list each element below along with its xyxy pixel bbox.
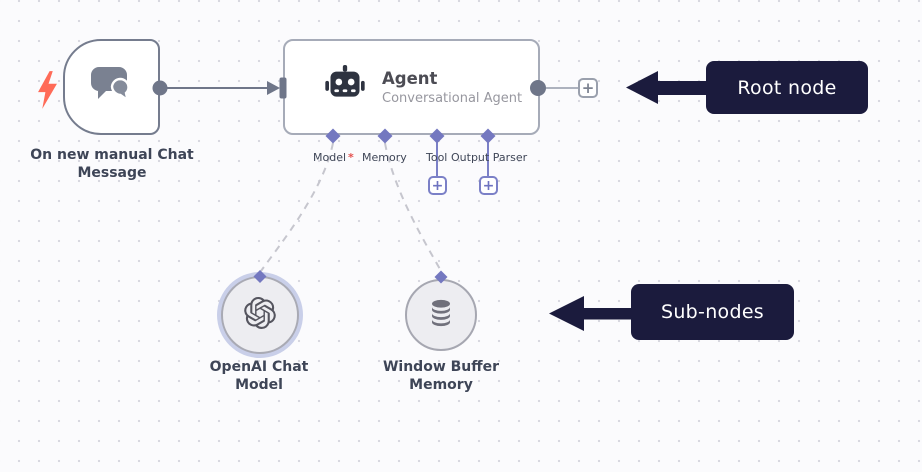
database-icon [426, 298, 456, 332]
root-node-annotation: Root node [706, 61, 868, 114]
add-tool-button[interactable]: + [428, 176, 447, 195]
port-label-memory: Memory [362, 151, 407, 164]
openai-node-circle [221, 276, 299, 354]
agent-node-subtitle: Conversational Agent [382, 90, 523, 106]
sub-nodes-annotation: Sub-nodes [631, 284, 794, 340]
add-output-parser-button[interactable]: + [479, 176, 498, 195]
agent-node[interactable]: Agent Conversational Agent [283, 39, 540, 135]
sub-nodes-annotation-label: Sub-nodes [660, 301, 765, 323]
port-label-tool: Tool [426, 151, 448, 164]
chat-trigger-node[interactable] [63, 39, 160, 135]
openai-node-label: OpenAI Chat Model [209, 359, 309, 394]
port-label-model: Model* [313, 151, 354, 164]
window-buffer-memory-node[interactable] [405, 279, 477, 351]
plus-icon: + [482, 177, 495, 194]
connection-trigger-to-agent[interactable] [160, 81, 280, 95]
connection-arrowhead-icon [267, 81, 280, 95]
plus-icon: + [581, 79, 595, 97]
agent-node-title: Agent [382, 68, 438, 88]
root-node-annotation-label: Root node [737, 76, 837, 99]
add-node-button[interactable]: + [578, 78, 598, 98]
robot-icon [325, 63, 365, 111]
root-node-arrow-icon [626, 71, 707, 104]
port-label-output-parser: Output Parser [451, 151, 528, 164]
chat-bubbles-icon [89, 65, 135, 109]
openai-logo-icon [244, 297, 276, 333]
required-asterisk: * [348, 151, 354, 164]
window-buffer-node-label: Window Buffer Memory [382, 359, 500, 394]
port-label-model-text: Model [313, 151, 347, 164]
trigger-node-label: On new manual Chat Message [30, 147, 194, 182]
lightning-bolt-icon [37, 71, 58, 113]
plus-icon: + [431, 177, 444, 194]
openai-chat-model-node[interactable] [217, 272, 303, 358]
sub-nodes-arrow-icon [549, 296, 632, 331]
